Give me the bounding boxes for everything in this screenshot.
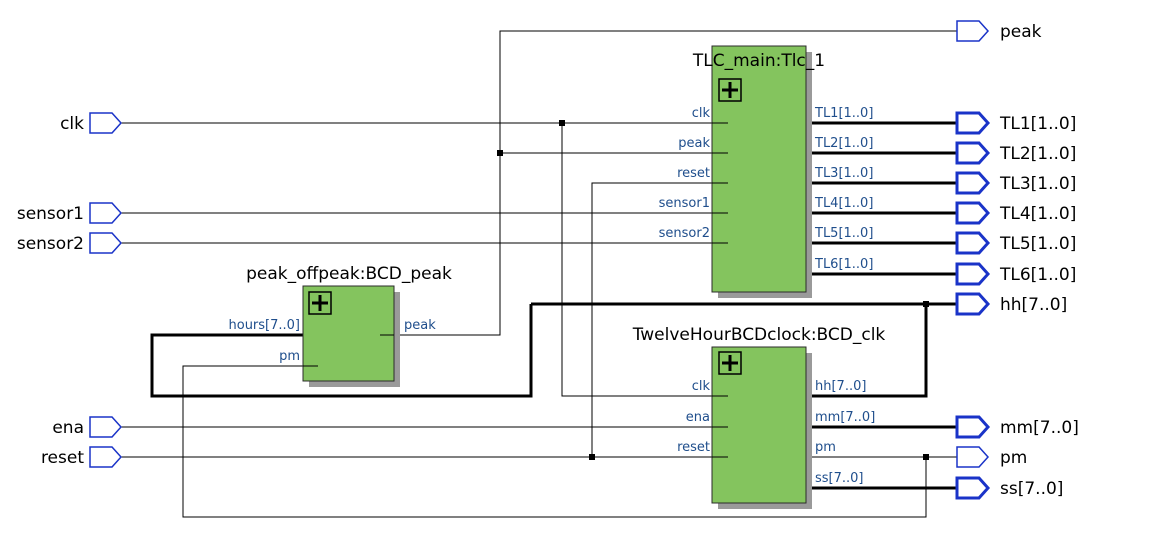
block-title: TLC_main:Tlc_1 bbox=[692, 51, 825, 71]
output-port-tl4[interactable] bbox=[955, 201, 991, 225]
output-port-hh[interactable] bbox=[955, 292, 991, 316]
output-port-tl5[interactable] bbox=[955, 231, 991, 255]
output-port-peak[interactable] bbox=[956, 20, 990, 42]
pin-tl6: TL6[1..0] bbox=[814, 257, 873, 272]
wire-clk-to-bcd-clk bbox=[561, 123, 728, 397]
block-body bbox=[302, 285, 395, 382]
input-port-ena[interactable] bbox=[89, 416, 123, 438]
input-port-clk[interactable] bbox=[89, 112, 123, 134]
output-label-peak: peak bbox=[1000, 22, 1042, 42]
wire-pm-to-bcd-peak bbox=[182, 365, 927, 518]
pin-peak: peak bbox=[678, 136, 710, 151]
block-bcd-clk[interactable]: TwelveHourBCDclock:BCD_clk clk ena reset… bbox=[632, 325, 886, 509]
block-title: peak_offpeak:BCD_peak bbox=[246, 264, 452, 284]
output-label-tl2: TL2[1..0] bbox=[999, 144, 1076, 164]
pin-tl2: TL2[1..0] bbox=[814, 136, 873, 151]
pin-sensor2: sensor2 bbox=[659, 226, 710, 241]
pin-reset: reset bbox=[677, 440, 710, 455]
expand-icon[interactable] bbox=[308, 291, 332, 315]
input-label-clk: clk bbox=[60, 114, 84, 134]
output-label-hh: hh[7..0] bbox=[1000, 295, 1067, 315]
wire-reset-to-tlc bbox=[591, 182, 728, 457]
pin-peak-out: peak bbox=[404, 318, 436, 333]
input-label-sensor1: sensor1 bbox=[17, 204, 84, 224]
block-pins bbox=[712, 395, 728, 458]
input-label-sensor2: sensor2 bbox=[17, 234, 84, 254]
block-title: TwelveHourBCDclock:BCD_clk bbox=[632, 325, 886, 345]
pin-pm: pm bbox=[279, 349, 300, 364]
pin-mm: mm[7..0] bbox=[815, 410, 875, 425]
output-port-tl6[interactable] bbox=[955, 262, 991, 286]
input-label-reset: reset bbox=[41, 448, 84, 468]
output-label-pm: pm bbox=[1000, 448, 1027, 468]
wire-peak-out bbox=[380, 30, 957, 336]
junctions bbox=[497, 120, 929, 460]
wire-hh-to-hours bbox=[150, 304, 533, 398]
wires bbox=[121, 30, 957, 518]
junction-pm bbox=[923, 454, 929, 460]
output-port-tl1[interactable] bbox=[955, 111, 991, 135]
output-label-tl3: TL3[1..0] bbox=[999, 174, 1076, 194]
output-label-mm: mm[7..0] bbox=[1000, 418, 1079, 438]
pin-tl4: TL4[1..0] bbox=[814, 196, 873, 211]
input-port-sensor2[interactable] bbox=[89, 232, 123, 254]
output-label-tl4: TL4[1..0] bbox=[999, 204, 1076, 224]
pin-tl1: TL1[1..0] bbox=[814, 106, 873, 121]
expand-icon[interactable] bbox=[718, 78, 742, 102]
pin-tl5: TL5[1..0] bbox=[814, 226, 873, 241]
output-port-mm[interactable] bbox=[955, 415, 991, 439]
pin-clk: clk bbox=[692, 379, 711, 394]
block-tlc-main[interactable]: TLC_main:Tlc_1 clk peak reset sensor1 se… bbox=[659, 45, 874, 298]
pin-reset: reset bbox=[677, 166, 710, 181]
output-label-tl5: TL5[1..0] bbox=[999, 234, 1076, 254]
pin-tl3: TL3[1..0] bbox=[814, 166, 873, 181]
junction-peak bbox=[497, 150, 503, 156]
block-bcd-peak[interactable]: peak_offpeak:BCD_peak hours[7..0] pm pea… bbox=[229, 264, 453, 387]
block-body bbox=[711, 45, 807, 293]
output-label-tl6: TL6[1..0] bbox=[999, 265, 1076, 285]
junction-hh bbox=[923, 301, 929, 307]
pin-hh: hh[7..0] bbox=[815, 379, 866, 394]
output-ports bbox=[955, 20, 991, 500]
pin-ena: ena bbox=[686, 410, 710, 425]
pin-ss: ss[7..0] bbox=[815, 471, 864, 486]
output-port-ss[interactable] bbox=[955, 476, 991, 500]
block-body bbox=[711, 346, 807, 504]
wire-hh-up bbox=[790, 304, 928, 398]
input-port-reset[interactable] bbox=[89, 446, 123, 468]
pin-sensor1: sensor1 bbox=[659, 196, 710, 211]
output-port-tl3[interactable] bbox=[955, 171, 991, 195]
expand-icon[interactable] bbox=[718, 351, 742, 375]
block-pins bbox=[303, 334, 394, 367]
pin-clk: clk bbox=[692, 106, 711, 121]
pin-hours: hours[7..0] bbox=[229, 318, 301, 333]
output-port-pm[interactable] bbox=[956, 446, 990, 468]
input-port-sensor1[interactable] bbox=[89, 202, 123, 224]
junction-reset bbox=[589, 454, 595, 460]
block-pins bbox=[712, 122, 728, 244]
pin-pm: pm bbox=[815, 440, 836, 455]
input-label-ena: ena bbox=[52, 418, 84, 438]
output-label-ss: ss[7..0] bbox=[1000, 479, 1063, 499]
output-port-tl2[interactable] bbox=[955, 141, 991, 165]
junction-clk bbox=[559, 120, 565, 126]
input-ports bbox=[89, 112, 123, 468]
output-label-tl1: TL1[1..0] bbox=[999, 114, 1076, 134]
